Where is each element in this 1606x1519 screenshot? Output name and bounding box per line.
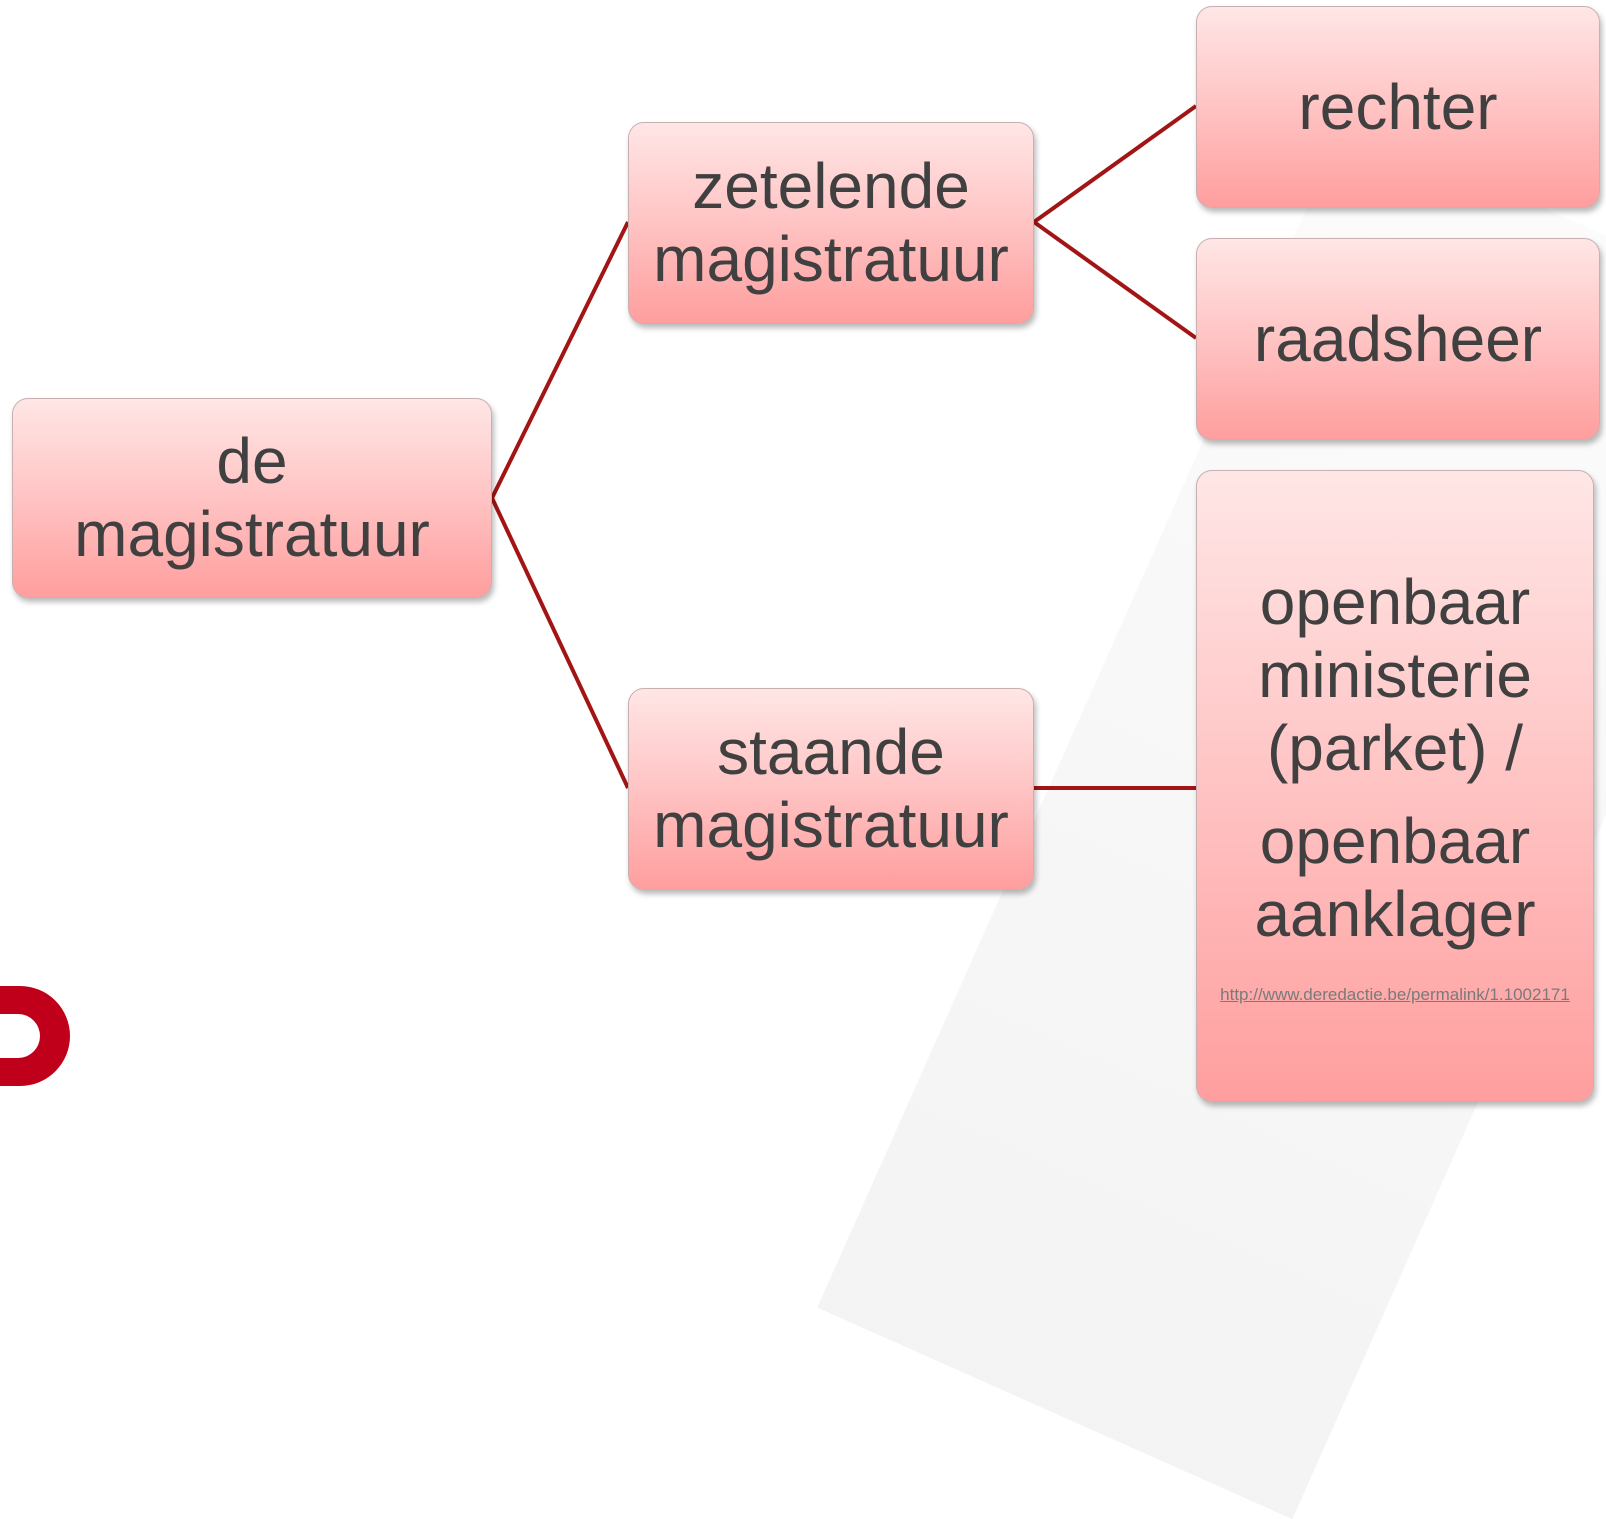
node-label: staande	[717, 716, 945, 789]
connector-lines	[490, 104, 1198, 790]
node-label: magistratuur	[653, 789, 1009, 861]
node-label: aanklager	[1254, 878, 1536, 951]
connector-root-to-zetelende	[490, 221, 630, 499]
connector-zetelende-to-raadsheer	[1032, 220, 1198, 340]
source-link[interactable]: http://www.deredactie.be/permalink/1.100…	[1220, 985, 1570, 1005]
node-openbaar-ministerie: openbaar ministerie (parket) / openbaar …	[1196, 470, 1594, 1102]
logo-icon	[0, 986, 70, 1102]
node-rechter: rechter	[1196, 6, 1600, 208]
node-label: rechter	[1298, 70, 1498, 143]
node-staande-magistratuur: staande magistratuur	[628, 688, 1034, 890]
connector-root-to-staande	[490, 497, 630, 789]
node-label: de	[216, 425, 288, 498]
node-de-magistratuur: de magistratuur	[12, 398, 492, 598]
node-raadsheer: raadsheer	[1196, 238, 1600, 440]
node-label: (parket) /	[1266, 712, 1524, 785]
node-label: openbaar	[1259, 805, 1531, 878]
node-label: ministerie	[1258, 639, 1532, 712]
node-zetelende-magistratuur: zetelende magistratuur	[628, 122, 1034, 324]
node-label: raadsheer	[1253, 302, 1543, 375]
node-label: zetelende	[692, 150, 970, 223]
connector-zetelende-to-rechter	[1032, 104, 1198, 224]
node-label: openbaar	[1259, 566, 1531, 639]
node-label: magistratuur	[74, 498, 430, 570]
node-label: magistratuur	[653, 223, 1009, 295]
